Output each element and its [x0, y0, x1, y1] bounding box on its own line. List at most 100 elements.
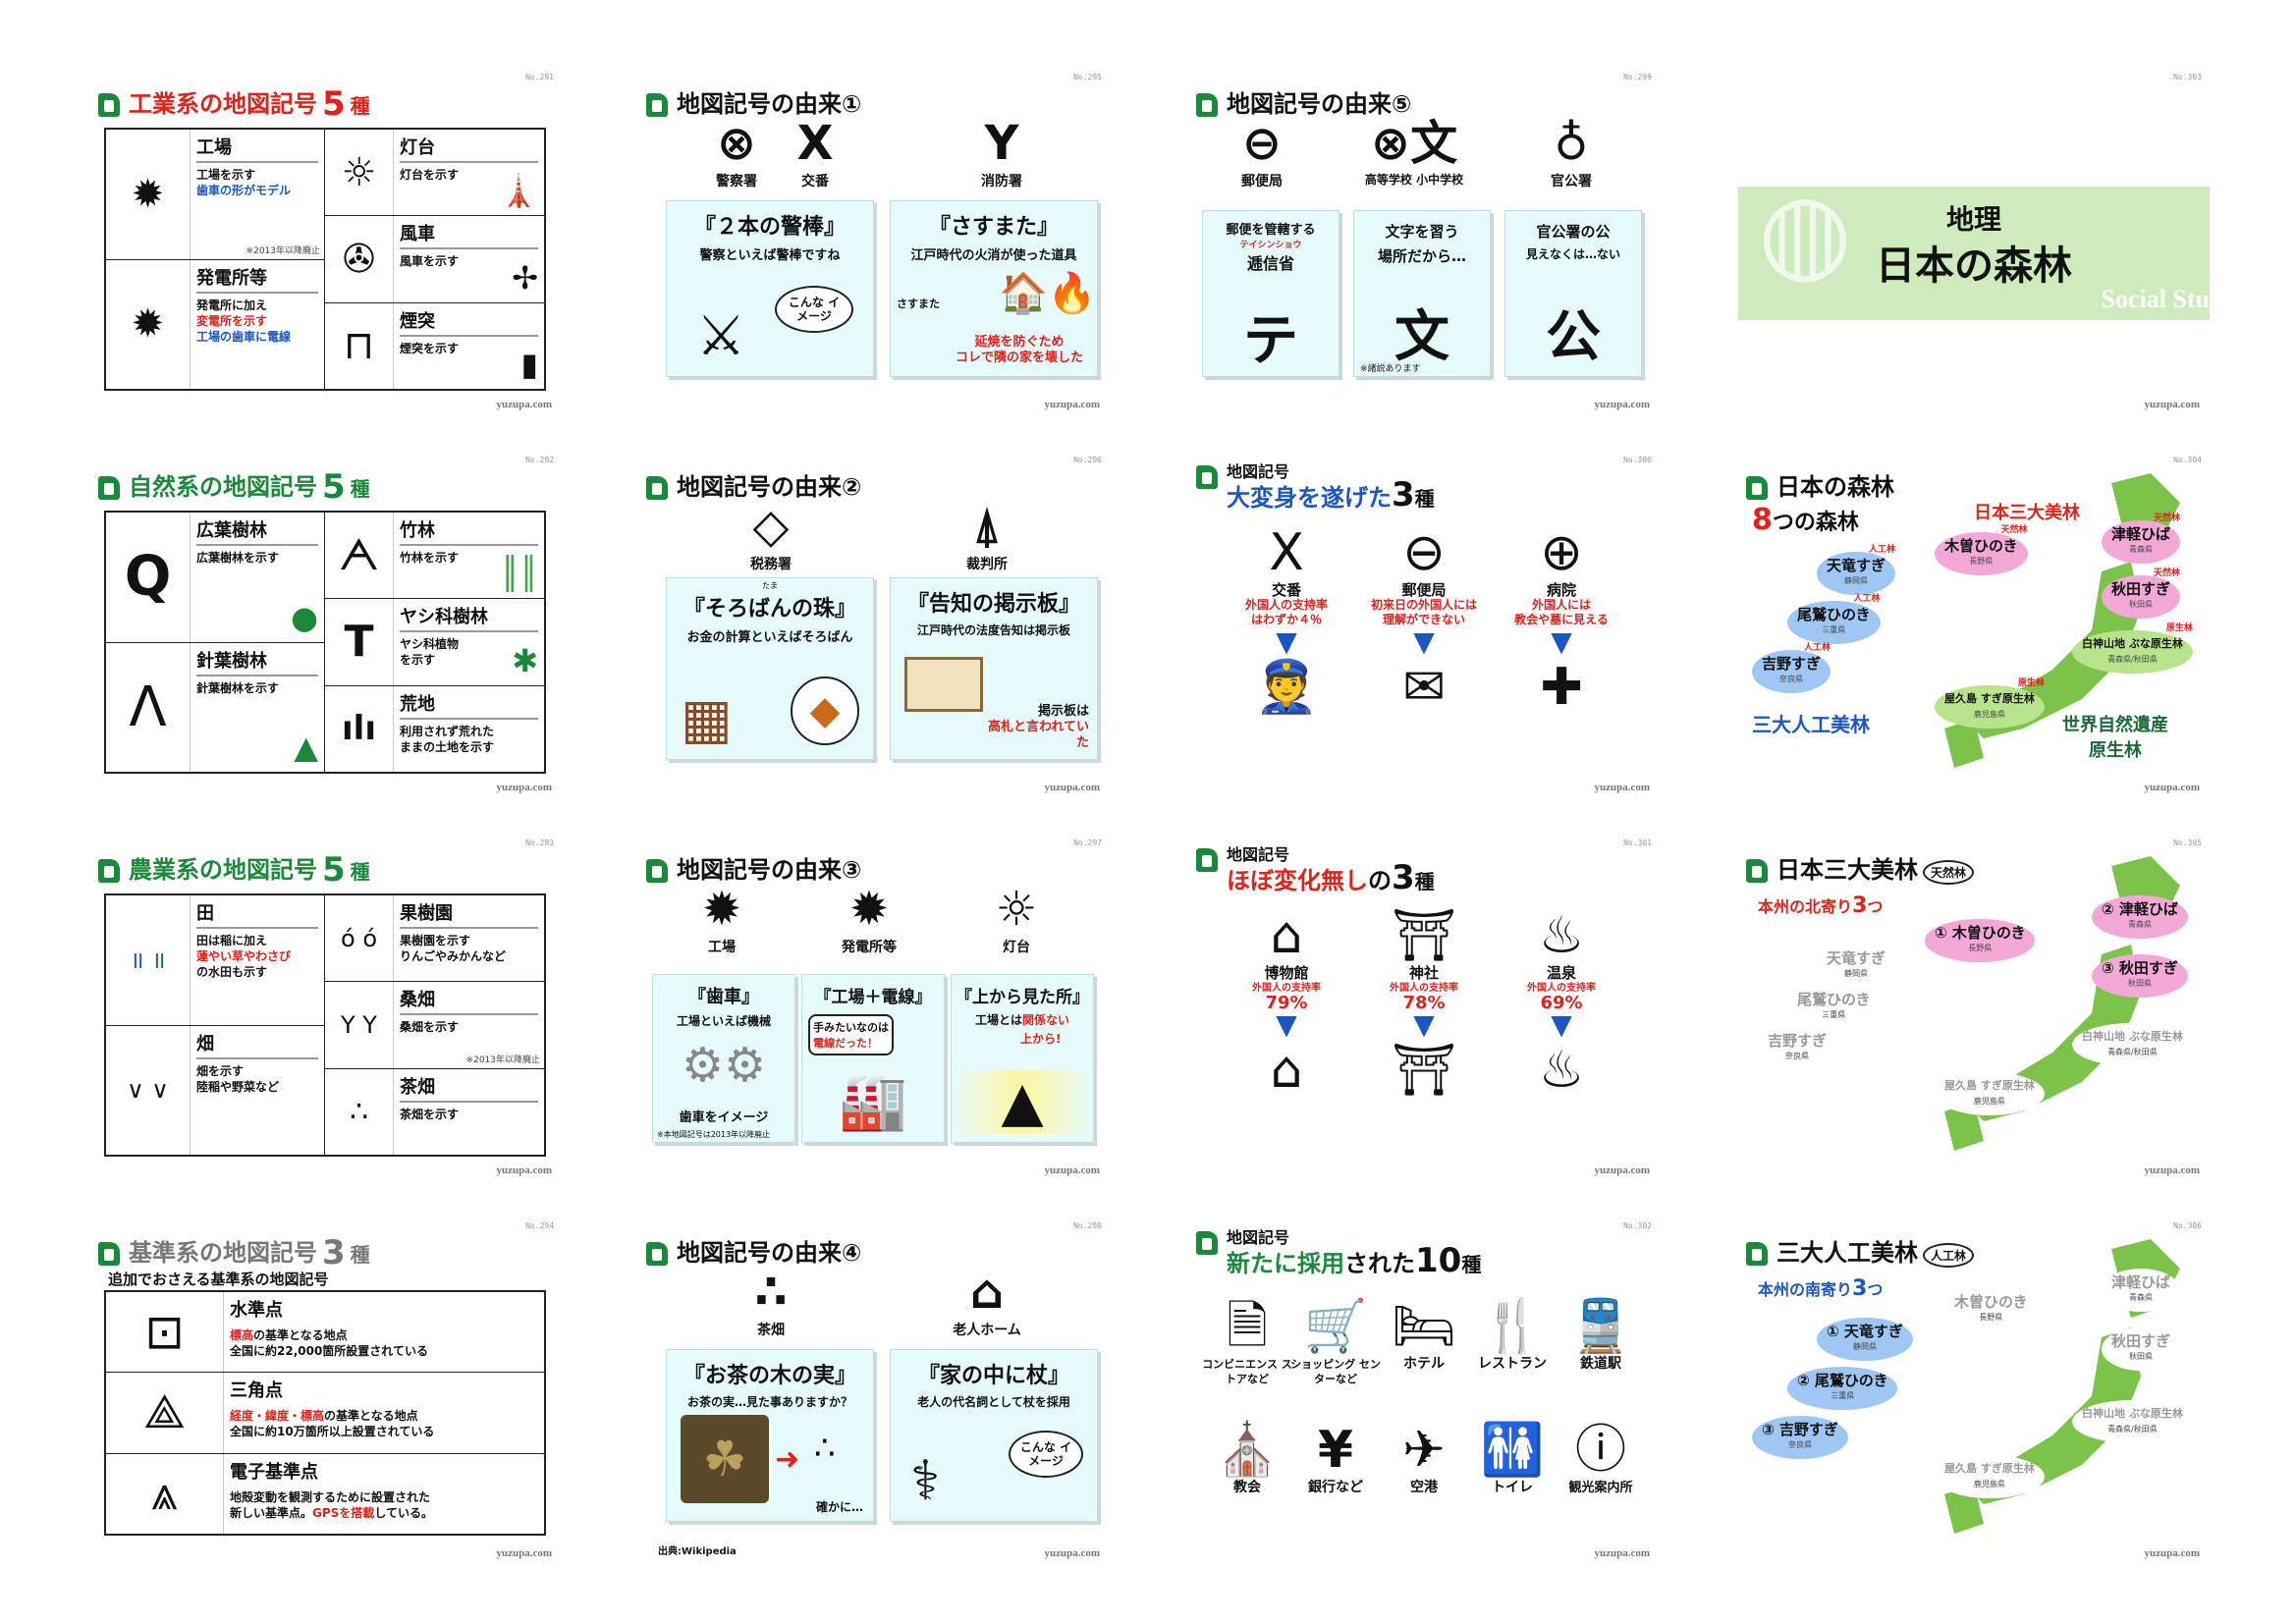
logo-icon [1196, 1229, 1222, 1257]
card-cover-forests: No.303 ◍ 地理 日本の森林 Social Stu yuzupa.com [1738, 71, 2210, 414]
fork-knife-icon: 🍴 [1480, 1297, 1545, 1356]
logo-icon [98, 1240, 124, 1268]
footer-credit: yuzupa.com [2144, 782, 2200, 793]
hospital-item: ⊕病院外国人には教会や墓に見える▼✚ [1503, 522, 1620, 718]
power-plant-icon: ✹ [848, 882, 890, 937]
hotel-bed-icon: 🛏 [1391, 1297, 1456, 1356]
card-number: No.295 [1073, 73, 1102, 81]
explain-box: 『家の中に杖』 老人の代名詞として杖を採用 ⚕ こんな イメージ [890, 1349, 1098, 1522]
post-office-old-icon: ⊖ [1402, 523, 1446, 582]
palm-illustration-icon: ✱ [512, 641, 538, 679]
pill-tsugaru: ② 津軽ひば青森県 [2092, 895, 2188, 939]
card-title: 地図記号の由来② [646, 467, 861, 502]
court-icon: ⍋ [972, 499, 1002, 554]
church-icon: ⛪ [1215, 1421, 1280, 1480]
info-icon: ⓘ [1574, 1421, 1626, 1480]
explain-box: 『工場＋電線』 手みたいなのは電線だった！ 🏭 [801, 974, 945, 1143]
koban-icon: X [796, 116, 834, 171]
pill-akita: 秋田すぎ秋田県 [2102, 1327, 2181, 1371]
card-title: 日本の森林 [1746, 467, 1894, 502]
mulberry-field-icon: Y Y [325, 982, 394, 1068]
footer-credit: yuzupa.com [496, 399, 552, 410]
power-plant-icon: ✹ [106, 259, 191, 389]
footer-credit: yuzupa.com [1044, 1164, 1100, 1176]
explain-box: 『２本の警棒』 警察といえば警棒ですね ⚔ こんな イメージ [666, 200, 874, 377]
broadleaf-forest-icon: Q [106, 513, 191, 642]
shrine-new-icon: ⛩ [1391, 1041, 1456, 1100]
museum-new-icon: ⌂ [1270, 1041, 1303, 1100]
pill-tenryu: 天竜すぎ静岡県 [1817, 945, 1896, 988]
train-icon: 🚆 [1568, 1297, 1633, 1356]
explain-box: 『歯車』 工場といえば機械 ⚙⚙ 歯車をイメージ ※本地図記号は2013年以降廃… [652, 974, 795, 1143]
card-number: No.304 [2173, 456, 2202, 464]
pill-yakushima: 屋久島 すぎ原生林鹿児島県 [1935, 1455, 2045, 1498]
school-icon: ⊗文 [1370, 116, 1458, 171]
speech-bubble: 手みたいなのは電線だった！ [808, 1014, 894, 1055]
card-number: No.306 [2173, 1221, 2202, 1230]
police-symbol: ⊗警察署 [697, 116, 776, 190]
card-number: No.297 [1073, 839, 1102, 847]
koban-old-icon: X [1269, 523, 1304, 582]
symbol-table: ॥ ॥ 田 田は稲に加え 蓮やい草やわさび の水田も示す ∨ ∨ 畑 畑を示す … [104, 893, 546, 1157]
table-row: Y Y 桑畑 桑畑を示す ※2013年以降廃止 [325, 982, 544, 1069]
card-title: 三大人工美林 人工林 [1746, 1233, 1975, 1268]
cover-band [1738, 187, 2210, 320]
government-office-icon: ♁ [1554, 116, 1589, 171]
pill-tenryu: 人工林天竜すぎ静岡県 [1817, 545, 1896, 595]
lighthouse-illustration-icon: 🗼 [499, 172, 538, 210]
explain-box: 郵便を管轄する テイシンショウ 逓信省 テ [1202, 210, 1339, 377]
watermark: Social Stu [2101, 285, 2210, 313]
arrow-down-icon: ▼ [1276, 625, 1297, 658]
lighthouse-symbol: ☼灯台 [953, 882, 1080, 956]
logo-icon [98, 474, 124, 502]
three-dots-icon: ∴ [814, 1429, 836, 1468]
gnss-station-icon: ⩓ [106, 1453, 224, 1534]
arrow-down-icon: ▼ [1413, 1008, 1435, 1041]
airplane-icon: ✈ [1402, 1421, 1446, 1480]
tax-office-symbol: ◇税務署 [717, 499, 825, 573]
table-row: ✹ 発電所等 発電所に加え 変電所を示す 工場の歯車に電線 [106, 259, 324, 389]
pill-kiso: ① 木曽ひのき長野県 [1925, 919, 2036, 962]
airport-item: ✈空港 [1379, 1420, 1469, 1495]
arrow-down-icon: ▼ [1551, 625, 1572, 658]
wasteland-icon: ılı [325, 685, 394, 772]
bamboo-forest-icon: ᗅ [325, 513, 394, 599]
card-reference-symbols: No.294 基準系の地図記号 3 種 追加でおさえる基準系の地図記号 ⊡ 水準… [90, 1219, 562, 1563]
card-number: No.300 [1623, 456, 1652, 464]
card-number: No.293 [525, 839, 554, 847]
logo-icon [646, 91, 672, 119]
card-title: 地図記号 大変身を遂げた3種 [1196, 463, 1435, 513]
lighthouse-icon: ☼ [995, 882, 1038, 937]
factory-symbol: ✹工場 [658, 882, 786, 956]
symbol-table: ✹ 工場 工場を示す 歯車の形がモデル ※2013年以降廃止 ✹ 発電所等 発電… [104, 128, 546, 391]
field-icon: ∨ ∨ [106, 1025, 191, 1155]
pill-yoshino: 吉野すぎ奈良県 [1758, 1027, 1837, 1070]
card-number: No.298 [1073, 1221, 1102, 1230]
toilet-icon: 🚻 [1480, 1421, 1545, 1480]
card-number: No.291 [525, 73, 554, 81]
pill-yoshino: 人工林吉野すぎ奈良県 [1752, 643, 1831, 693]
tax-office-icon: ◇ [752, 499, 790, 554]
logo-icon [646, 1240, 672, 1268]
card-title: 地図記号の由来① [646, 84, 861, 119]
explain-box: 『お茶の木の実』 お茶の実…見た事ありますか？ ☘ ➜ ∴ 確かに… [666, 1349, 874, 1522]
explain-box: たま 『そろばんの珠』 お金の計算といえばそろばん ▦ ◆ [666, 577, 874, 760]
arrow-down-icon: ▼ [1551, 1008, 1572, 1041]
hospital-old-icon: ⊕ [1540, 523, 1583, 582]
hotel-item: 🛏ホテル [1379, 1296, 1469, 1372]
logo-icon [98, 857, 124, 885]
card-number: No.301 [1623, 839, 1652, 847]
tea-field-icon: ∴ [754, 1265, 788, 1320]
speech-bubble: こんな イメージ [775, 286, 853, 333]
table-row: Q 広葉樹林 広葉樹林を示す ● [106, 513, 324, 643]
card-origin-2: No.296 地図記号の由来② ◇税務署 ⍋裁判所 たま 『そろばんの珠』 お金… [638, 454, 1110, 797]
pill-owase: 人工林尾鷲ひのき三重県 [1787, 594, 1881, 644]
windmill-icon: ✇ [325, 216, 394, 302]
table-row: ✇ 風車 風車を示す ✢ [325, 216, 544, 303]
fire-station-icon: Y [984, 116, 1019, 171]
card-industrial-symbols: No.291 工業系の地図記号 5 種 ✹ 工場 工場を示す 歯車の形がモデル … [90, 71, 562, 414]
batons-icon: ⚔ [696, 304, 746, 368]
